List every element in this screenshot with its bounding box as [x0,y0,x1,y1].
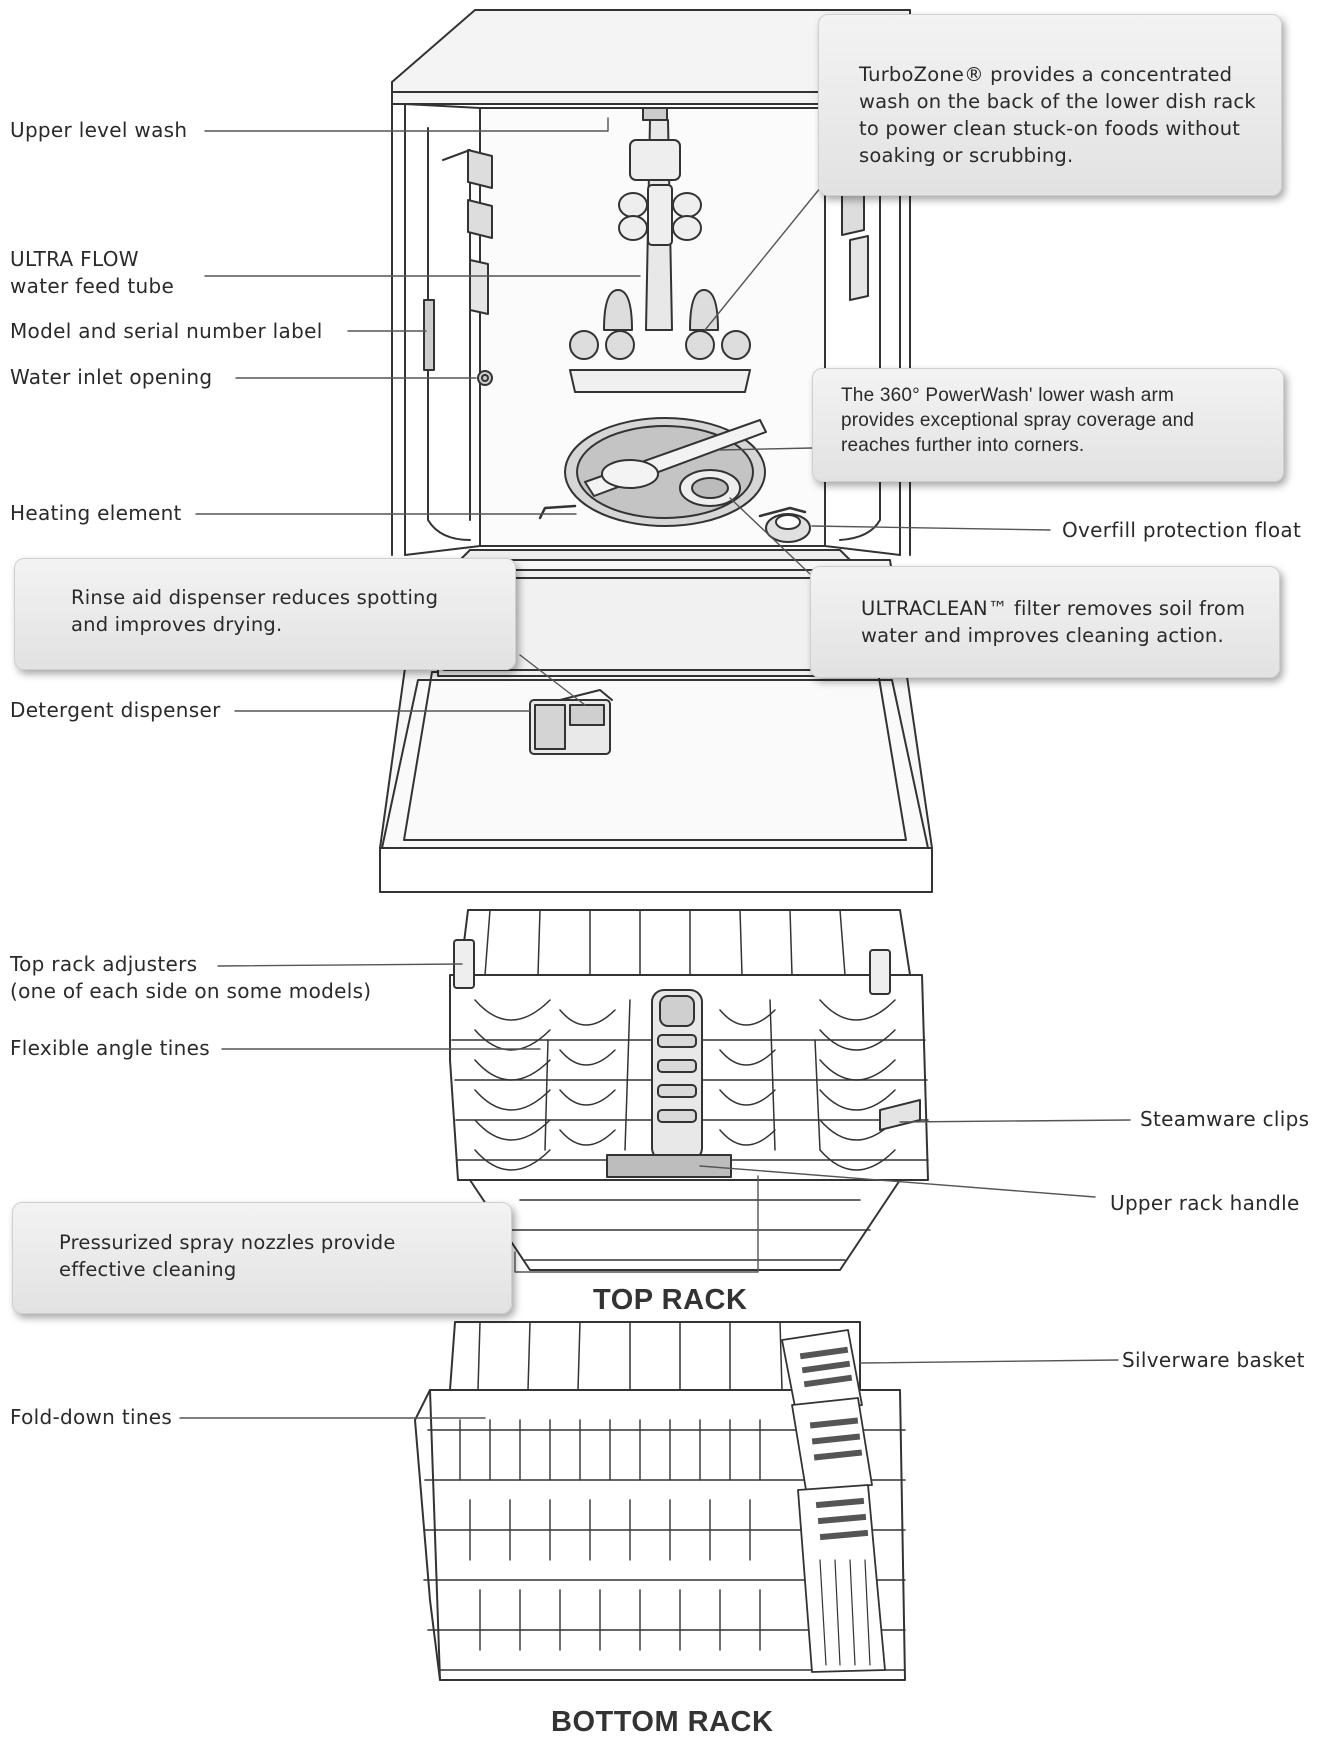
callout-turbozone: TurboZone® provides a concentrated wash … [818,14,1282,196]
title-bottom-rack: BOTTOM RACK [551,1706,774,1738]
callout-powerwash-text: The 360° PowerWash' lower wash arm provi… [841,385,1195,456]
callout-turbozone-text: TurboZone® provides a concentrated wash … [859,63,1256,167]
callout-spray-nozzles: Pressurized spray nozzles provide effect… [12,1202,512,1314]
title-top-rack: TOP RACK [593,1284,748,1316]
label-ultra-flow-tube: ULTRA FLOW water feed tube [10,247,175,298]
label-overfill-float: Overfill protection float [1062,518,1302,542]
top-rack [449,909,929,1271]
label-top-rack-adjusters: Top rack adjusters (one of each side on … [10,952,372,1003]
callout-ultraclean: ULTRACLEAN™ filter removes soil from wat… [810,566,1280,678]
label-steamware-clips: Steamware clips [1140,1107,1310,1131]
label-water-inlet: Water inlet opening [10,365,213,389]
label-heating-element: Heating element [10,501,182,525]
callout-rinse-aid: Rinse aid dispenser reduces spotting and… [14,558,516,670]
callout-spray-nozzles-text: Pressurized spray nozzles provide effect… [59,1231,396,1281]
callout-ultraclean-text: ULTRACLEAN™ filter removes soil from wat… [861,597,1246,647]
label-fold-down-tines: Fold-down tines [10,1405,173,1429]
callout-rinse-aid-text: Rinse aid dispenser reduces spotting and… [71,586,439,636]
dishwasher-cabinet [391,9,911,561]
leader-lines [179,117,1131,1419]
label-detergent-dispenser: Detergent dispenser [10,698,221,722]
callout-powerwash: The 360° PowerWash' lower wash arm provi… [812,368,1284,482]
label-upper-rack-handle: Upper rack handle [1110,1191,1300,1215]
bottom-rack [414,1321,906,1681]
label-flexible-tines: Flexible angle tines [10,1036,210,1060]
label-silverware-basket: Silverware basket [1122,1348,1305,1372]
label-model-serial: Model and serial number label [10,319,323,343]
label-upper-level-wash: Upper level wash [10,118,188,142]
